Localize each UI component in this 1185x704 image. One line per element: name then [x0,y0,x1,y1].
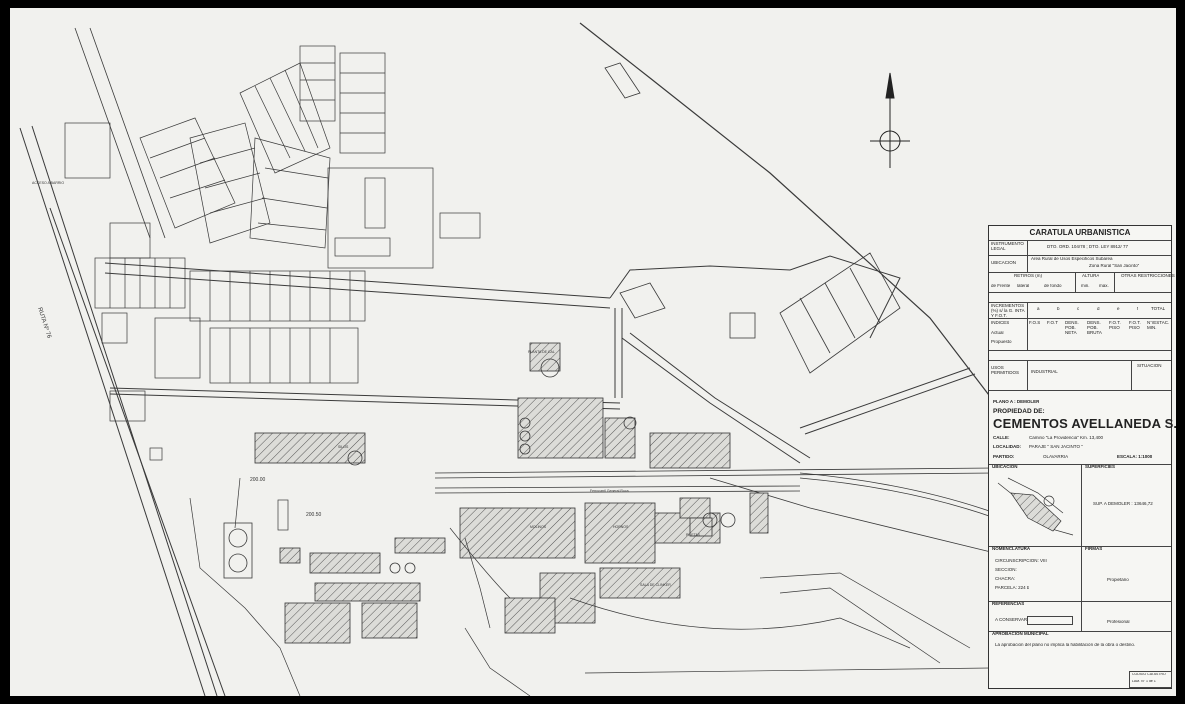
instrumento-value: DTO. ORD. 104/78 ; DTO. LEY 8912/ 77 [1047,245,1129,249]
lamina-sheet: LAM. N° 1 de 1 [1132,680,1156,683]
northeast-lots [604,62,901,374]
index-col: N°/ESTAC. MIN. [1147,321,1170,330]
nomenclatura-row: CIRCUNSCRIPCION: VIII [995,559,1047,563]
usos-value: INDUSTRIAL [1031,370,1058,374]
incremento-col: f [1137,307,1139,311]
usos-label: USOS PERMITIDOS [991,366,1020,375]
calle-value: Camino "La Providencia" Km. 13,400 [1029,436,1103,440]
superficies-value: SUP. A DEMOLER : 13646,72 [1093,502,1153,506]
ubicacion-label: UBICACION [991,261,1017,265]
misc-structures [149,447,991,696]
nomenclatura-row: CHACRA: [995,577,1016,581]
index-col: F.O.T. PISO [1109,321,1121,330]
railway [434,467,996,554]
altura-col: max. [1099,284,1109,288]
partido-label: PARTIDO: [993,455,1015,459]
residential-lots [64,45,481,422]
elevation-2: 200.50 [306,512,322,518]
altura-col: min. [1081,284,1090,288]
ref-conservar: A CONSERVAR [995,618,1028,622]
rail-label: Ferrocarril General Roca [590,489,629,493]
industrial-buildings [254,342,769,644]
aprobacion-text: La aprobación del plano no implica la ha… [995,643,1136,647]
calle-label: CALLE: [993,436,1010,440]
nomenclatura-row: SECCION: [995,568,1017,572]
building-label: MOLINOS [530,525,547,529]
partido-value: OLAVARRIA [1043,455,1069,459]
incremento-col: a [1037,307,1040,311]
nomenclatura-row: PARCELA: 224 b [995,586,1030,590]
ubicacion-value-2: Zona Rural "San Jacinto" [1089,264,1140,268]
retiros-label: RETIROS (m) [1014,274,1042,278]
altura-label: ALTURA [1082,274,1100,278]
indices-label: INDICES [991,321,1010,325]
propuesto-label: Propuesto [991,340,1012,344]
index-col: DENS. POB. BRUTA [1087,321,1102,335]
site-plan-map: RUTA Nº 76 ACCESO A BARRIO 200.00 200.50… [19,22,996,696]
instrumento-label: INSTRUMENTO LEGAL [991,242,1024,251]
situacion-label: SITUACION [1137,364,1162,368]
referencias-label: REFERENCIAS [992,602,1025,606]
retiros-col: de fondo [1044,284,1062,288]
incrementos-label: INCREMENTOS (%) s/ la G. INTA Y F.O.T. [991,304,1025,318]
retiros-col: lateral [1017,284,1030,288]
elevation-1: 200.00 [250,477,266,483]
incremento-col: e [1117,307,1120,311]
localidad-label: LOCALIDAD: [993,445,1021,449]
building-label: SILOS [338,445,349,449]
superficies-label: SUPERFICIES [1085,465,1116,469]
escala-label: ESCALA: 1:1000 [1117,455,1153,459]
index-col: DENS. POB. NETA [1065,321,1079,335]
ref-swatch [1027,616,1073,625]
firmas-label: FIRMAS [1085,547,1103,551]
nomenclatura-label: NOMENCLATURA [992,547,1031,551]
building-label: PILETAS [686,533,701,537]
incremento-col: c [1077,307,1080,311]
silos [223,358,736,579]
firma-profesional: Profesional [1107,620,1130,624]
lamina-box: CODIGO CATASTRO LAM. N° 1 de 1 [1129,671,1172,688]
owner-name: CEMENTOS AVELLANEDA S.A. [993,417,1176,431]
ruta-76-road [19,27,226,696]
ubicacion-map-label: UBICACION [992,465,1018,469]
localidad-value: PARAJE " SAN JACINTO " [1029,445,1083,449]
aprobacion-label: APROBACION MUNICIPAL [992,632,1049,636]
building-label: HORNOS [613,525,629,529]
ubicacion-value-1: Area Rural de Usos Especificos Subarea [1031,257,1113,261]
road-label: RUTA Nº 76 [36,306,53,339]
actual-label: Actual [991,331,1004,335]
plan-sheet: RUTA Nº 76 ACCESO A BARRIO 200.00 200.50… [10,8,1176,696]
firma-propietario: Propietario [1107,578,1129,582]
propiedad-label: PROPIEDAD DE: [993,408,1045,415]
incremento-col: d [1097,307,1100,311]
otras-label: OTRAS RESTRICCIONES [1121,274,1175,278]
title-block: CARATULA URBANISTICA INSTRUMENTO LEGAL D… [988,225,1176,689]
north-arrow [870,72,910,168]
access-label: ACCESO A BARRIO [32,181,64,185]
lamina-code: CODIGO CATASTRO [1132,673,1166,676]
incremento-col: b [1057,307,1060,311]
title-block-header: CARATULA URBANISTICA [1029,229,1131,237]
incremento-col: TOTAL [1151,307,1166,311]
index-col: F.O.T. PISO [1129,321,1141,330]
index-col: F.O.T [1047,321,1058,325]
building-label: SALA DE CLINKER [640,583,671,587]
plano-label: PLANO A : DEMOLER [993,400,1040,404]
building-label: PLANTA DE CAL [528,350,555,354]
index-col: F.O.S [1029,321,1041,325]
retiros-col: de Frente [991,284,1011,288]
location-map [997,477,1074,536]
